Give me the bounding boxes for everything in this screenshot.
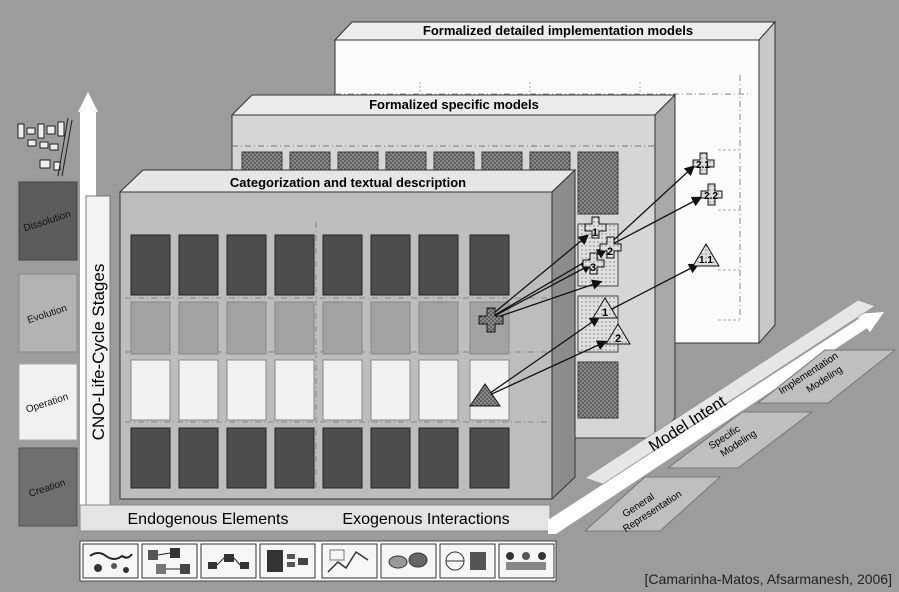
back-box-title: Formalized detailed implementation model…	[423, 23, 693, 38]
front-box: Categorization and textual description	[118, 168, 577, 501]
front-cross-marker	[478, 307, 504, 333]
middle-box-title: Formalized specific models	[369, 97, 539, 112]
icon-strip	[79, 540, 557, 582]
server-rack-icon	[259, 543, 316, 579]
vertical-axis-label: CNO-Life-Cycle Stages	[89, 264, 108, 441]
middle-cross-1: 1	[584, 216, 607, 239]
middle-right-dotted-column	[577, 151, 619, 419]
stage-evolution	[18, 273, 78, 353]
middle-cross-2: 2	[599, 236, 622, 259]
horizontal-label-exogenous: Exogenous Interactions	[342, 511, 509, 528]
front-row-creation	[130, 427, 510, 489]
front-row-operation	[130, 359, 510, 421]
back-triangle-1-1: 1.1	[692, 243, 720, 267]
svg-text:2.1: 2.1	[696, 160, 710, 171]
refinement-arrows	[482, 165, 703, 399]
middle-triangle-1: 1	[592, 297, 618, 319]
citation: [Camarinha-Matos, Afsarmanesh, 2006]	[645, 571, 892, 587]
globe-building-icon	[439, 543, 496, 579]
svg-text:2: 2	[607, 246, 613, 258]
network-nodes-icon	[141, 543, 198, 579]
handshake-icon	[380, 543, 437, 579]
svg-text:1: 1	[602, 307, 608, 319]
vertical-axis: CNO-Life-Cycle Stages	[78, 92, 111, 528]
front-triangle-marker	[469, 383, 501, 407]
stage-operation	[18, 363, 78, 441]
intent-implementation-panel	[756, 349, 897, 404]
svg-text:2: 2	[615, 333, 621, 345]
middle-cross-3: 3	[582, 252, 605, 275]
middle-triangle-2: 2	[605, 323, 631, 345]
world-map-icon	[82, 543, 139, 579]
svg-text:2.2: 2.2	[704, 191, 718, 202]
intent-specific-panel	[666, 411, 814, 469]
connected-people-icon	[498, 543, 555, 579]
front-row-dissolution	[130, 234, 510, 296]
lifecycle-chart-icon	[17, 117, 73, 177]
depth-axis: Model Intent General Representation Spec…	[548, 299, 897, 535]
back-cross-2-1: 2.1	[692, 152, 715, 175]
front-box-title: Categorization and textual description	[230, 175, 466, 190]
horizontal-axis: Endogenous Elements Exogenous Interactio…	[79, 504, 551, 532]
svg-text:1.1: 1.1	[699, 255, 713, 266]
stage-dissolution	[18, 181, 78, 261]
chart-icon	[321, 543, 378, 579]
svg-text:1: 1	[592, 227, 598, 239]
horizontal-label-endogenous: Endogenous Elements	[128, 511, 289, 528]
stage-boxes: Dissolution Evolution Operation Creation	[18, 181, 78, 527]
stage-creation	[18, 447, 78, 527]
process-flow-icon	[200, 543, 257, 579]
intent-general-panel	[583, 476, 722, 532]
svg-text:3: 3	[590, 262, 596, 274]
back-cross-2-2: 2.2	[700, 183, 723, 206]
